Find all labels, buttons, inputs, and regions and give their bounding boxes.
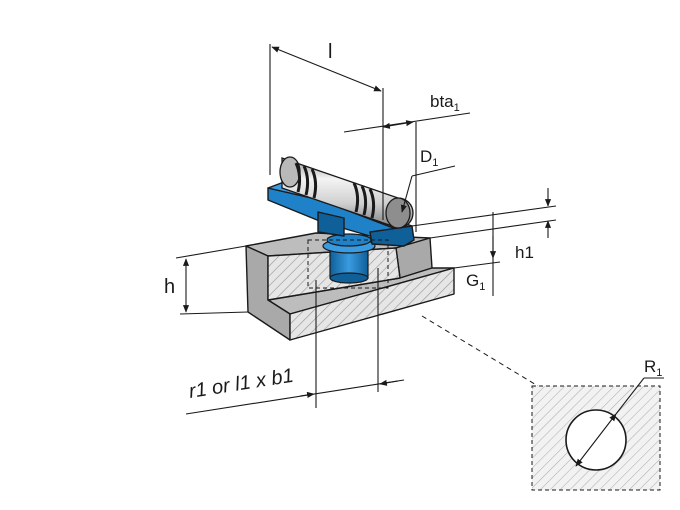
detail-leader [421,315,539,387]
label-l: l [328,41,332,63]
label-bottom: r1 or l1 x b1 [187,365,295,403]
label-g1: G1 [466,271,485,293]
dimension-h1: h1 [411,188,557,262]
label-h: h [164,276,175,298]
label-d1: D1 [420,147,438,169]
dimension-bta1: bta1 [343,92,471,232]
dimension-h: h [164,245,249,315]
leader-d1: D1 [400,147,456,213]
hidden-edges [307,239,389,289]
dimension-g1: G1 [453,212,501,296]
label-bta: bta1 [430,92,460,114]
label-h1: h1 [515,243,534,262]
measuring-cylinder [279,156,414,229]
detail-view-r1: R1 [531,357,664,491]
blue-pin [322,233,376,284]
dimension-l: l [269,41,384,220]
label-r1: R1 [644,357,662,379]
